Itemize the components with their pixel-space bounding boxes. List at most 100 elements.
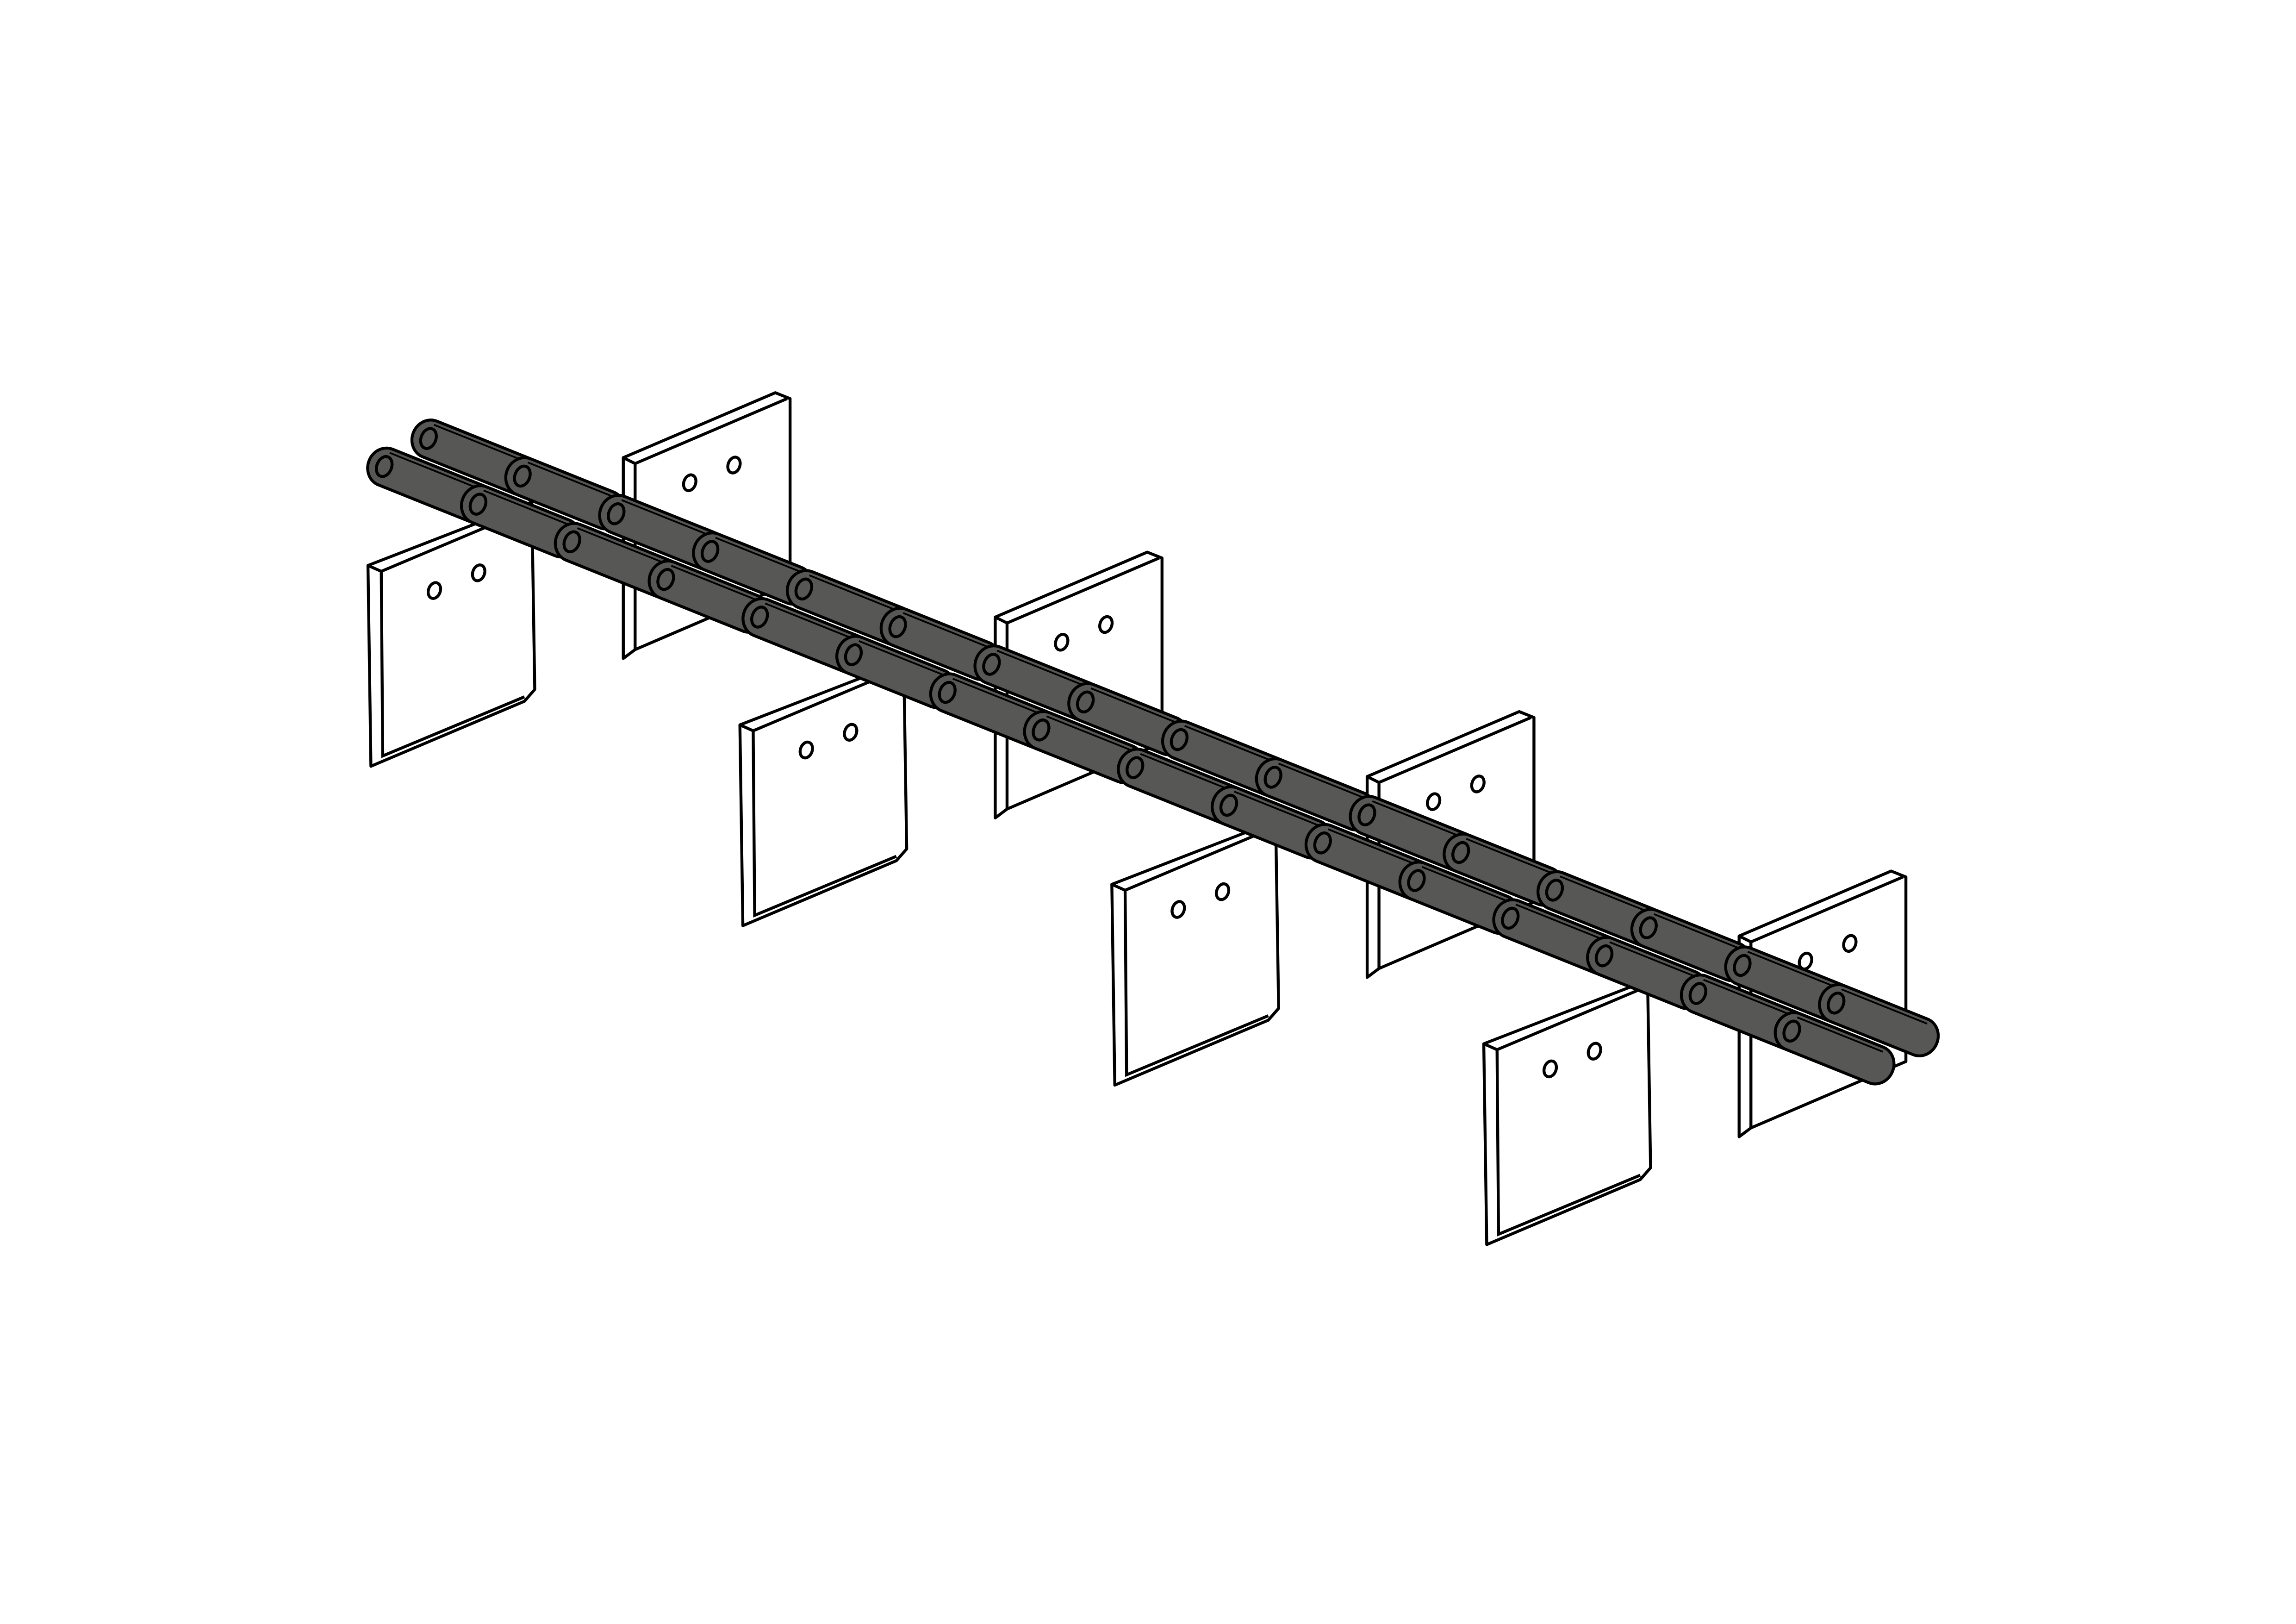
hole: [1054, 633, 1070, 652]
link-edge: [715, 537, 802, 573]
plate-bevel: [1366, 716, 1532, 969]
link-plate: [1773, 1011, 1896, 1086]
hole: [1470, 775, 1486, 793]
front-plate: [1110, 819, 1280, 1087]
link-edge: [1515, 904, 1610, 943]
link-edge: [1234, 791, 1320, 827]
pin-hole: [1126, 756, 1145, 779]
pin-hole: [938, 681, 957, 704]
plate-bevel: [1738, 875, 1904, 1128]
link-edge: [1703, 979, 1798, 1018]
chain-link: [1818, 983, 1940, 1057]
front-plate: [738, 660, 908, 927]
hole: [1542, 1059, 1558, 1079]
pin-hole: [656, 568, 675, 591]
pin-hole: [888, 615, 907, 638]
link-edge: [1841, 988, 1928, 1025]
plate-bevel: [1483, 985, 1649, 1237]
plate-bevel: [1111, 825, 1276, 1077]
pin-hole: [1076, 690, 1095, 714]
link-edge: [952, 678, 1047, 718]
plate-outline: [1482, 979, 1652, 1246]
link-edge: [389, 452, 484, 492]
plate-bevel: [995, 556, 1160, 809]
pin-hole: [1639, 916, 1658, 939]
pin-hole: [982, 653, 1001, 676]
link-edge: [1653, 913, 1740, 949]
pin-hole: [468, 493, 488, 516]
link-edge: [1466, 838, 1552, 874]
pin-hole: [374, 455, 394, 478]
front-plate: [1482, 979, 1652, 1246]
link-edge: [1140, 753, 1235, 793]
pin-hole: [562, 530, 581, 554]
pin-hole: [1263, 766, 1282, 789]
pin-hole: [844, 643, 863, 667]
chain-link: [1067, 682, 1189, 756]
front-plate: [366, 500, 536, 768]
pin-hole: [700, 540, 720, 563]
pin-hole: [794, 577, 814, 601]
link-edge: [1421, 866, 1508, 902]
link-edge: [1609, 941, 1696, 978]
link-edge: [1278, 762, 1365, 799]
pin-hole: [1170, 728, 1189, 751]
link-edge: [1090, 687, 1177, 724]
link-edge: [433, 424, 529, 463]
pin-hole: [1407, 869, 1426, 892]
hole: [471, 563, 486, 582]
pin-hole: [1451, 841, 1470, 864]
hole: [1587, 1042, 1602, 1061]
chain-link: [1211, 785, 1332, 860]
pin-hole: [1594, 944, 1614, 968]
pin-hole: [1219, 793, 1238, 817]
hole: [1170, 900, 1186, 919]
plate-bevel: [367, 506, 533, 758]
link-edge: [1372, 800, 1467, 840]
chain-back-strand: [410, 418, 1940, 1057]
front-attachment-plates: [366, 500, 1652, 1246]
hole: [426, 581, 442, 600]
link-edge: [1184, 725, 1279, 765]
link-edge: [1327, 828, 1423, 868]
pin-hole: [1688, 982, 1707, 1005]
hole: [843, 723, 859, 742]
link-edge: [765, 602, 859, 642]
link-plate: [1818, 983, 1940, 1057]
plate-bevel: [739, 666, 904, 918]
pin-hole: [1501, 906, 1520, 930]
hole: [1214, 882, 1231, 901]
link-edge: [859, 640, 945, 676]
link-edge: [1046, 715, 1133, 752]
hole: [1098, 615, 1114, 634]
chain-link: [1773, 1011, 1896, 1086]
link-edge: [671, 565, 758, 601]
hole: [1425, 792, 1442, 811]
link-edge: [1797, 1016, 1884, 1053]
pin-hole: [1357, 803, 1376, 826]
pin-hole: [513, 464, 532, 488]
pin-hole: [750, 606, 769, 629]
pin-hole: [1032, 718, 1051, 742]
chain-link: [879, 606, 1002, 681]
pin-hole: [1545, 879, 1564, 902]
link-edge: [527, 462, 614, 498]
link-edge: [996, 650, 1091, 689]
link-edge: [621, 499, 716, 539]
pin-hole: [1733, 954, 1752, 977]
link-edge: [1560, 875, 1655, 915]
pin-hole: [1313, 831, 1332, 855]
chain-link: [460, 484, 582, 559]
pin-hole: [1827, 991, 1846, 1015]
link-edge: [1747, 951, 1842, 990]
pin-hole: [607, 502, 626, 525]
hole: [682, 473, 697, 493]
pin-hole: [1782, 1019, 1801, 1043]
chain-link: [1586, 936, 1708, 1010]
link-edge: [483, 489, 570, 526]
hole: [726, 456, 742, 475]
chain-front-strand: [366, 446, 1896, 1086]
link-edge: [577, 527, 672, 567]
link-edge: [809, 574, 904, 614]
